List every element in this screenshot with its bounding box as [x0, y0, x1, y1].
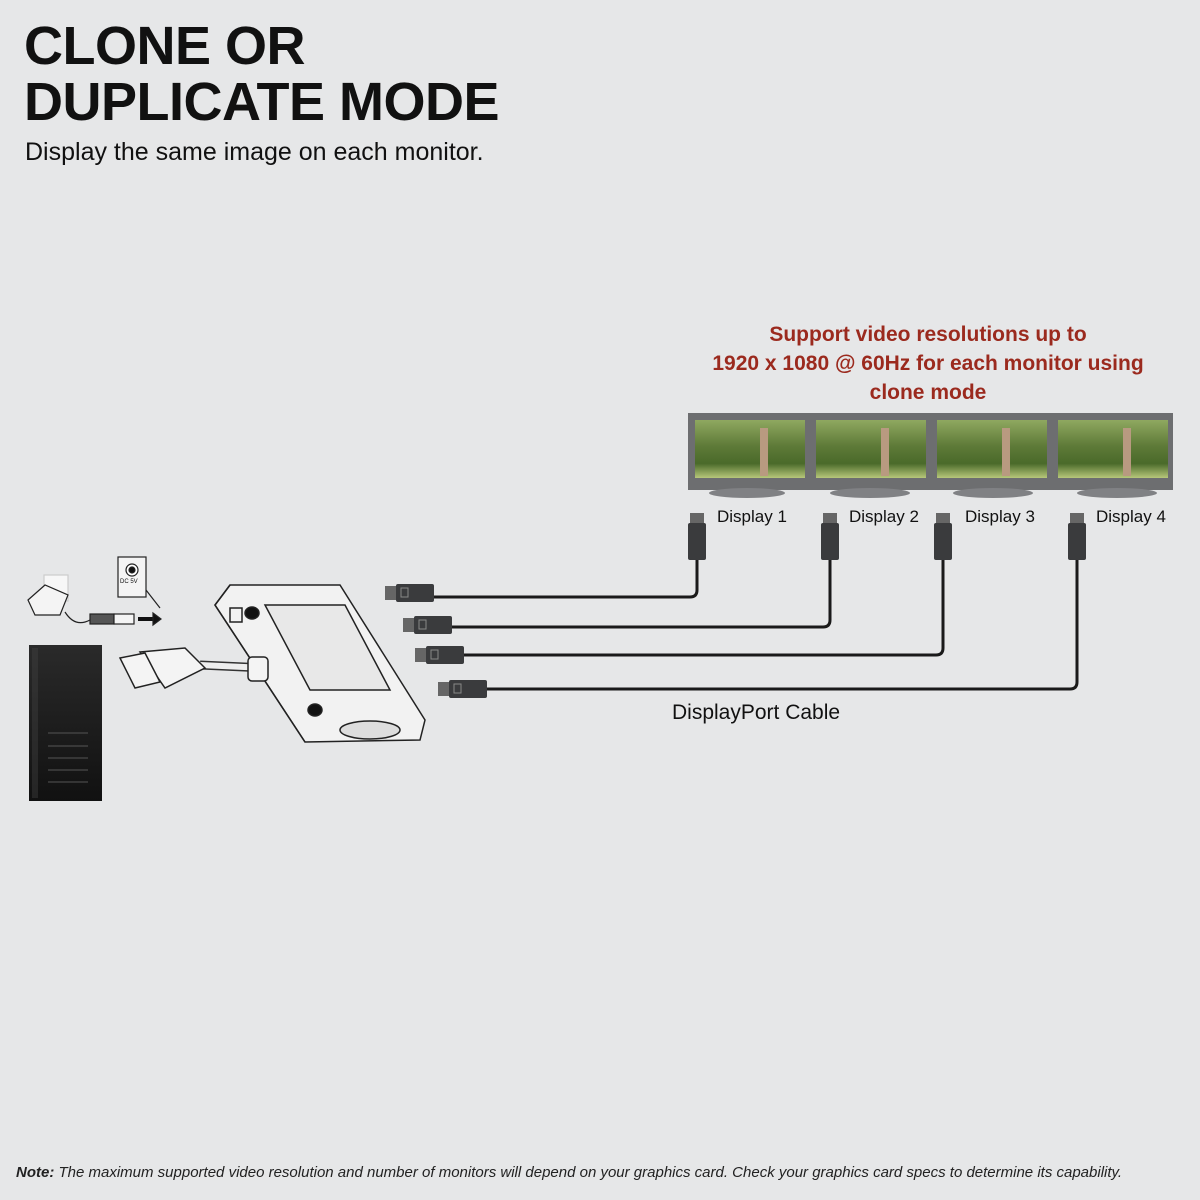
monitor-2	[816, 420, 926, 498]
callout-line-3: clone mode	[869, 381, 987, 404]
power-spec-label: DC 5V	[120, 579, 138, 585]
monitor-4	[1058, 420, 1168, 498]
dp-connector-icon	[934, 513, 952, 560]
subtitle: Display the same image on each monitor.	[25, 138, 484, 166]
display-label-4: Display 4	[1096, 507, 1166, 526]
display-label-1: Display 1	[717, 507, 787, 526]
note-text: The maximum supported video resolution a…	[54, 1164, 1123, 1181]
title-line-1: CLONE OR	[24, 16, 306, 76]
monitor-1	[695, 420, 805, 498]
dp-plug-icon	[415, 646, 464, 664]
monitor-3	[937, 420, 1047, 498]
dp-plug-icon	[385, 584, 434, 602]
dp-plug-icon	[438, 680, 487, 698]
dp-plug-icon	[403, 616, 452, 634]
cable-label: DisplayPort Cable	[672, 701, 841, 724]
dp-connector-icon	[821, 513, 839, 560]
displayport-input-cable	[118, 647, 269, 689]
power-adapter	[27, 556, 162, 627]
callout-line-1: Support video resolutions up to	[769, 323, 1087, 346]
adapter-plugs	[385, 584, 487, 698]
display-label-3: Display 3	[965, 507, 1035, 526]
dp-connector-icon	[1068, 513, 1086, 560]
monitor-array	[688, 413, 1173, 498]
resolution-callout: Support video resolutions up to 1920 x 1…	[680, 320, 1176, 407]
note-label: Note:	[16, 1164, 55, 1181]
dp-connector-icon	[688, 513, 706, 560]
title-line-2: DUPLICATE MODE	[24, 72, 500, 132]
display-connectors	[688, 513, 1086, 560]
computer-tower	[29, 645, 102, 801]
page-title: CLONE OR DUPLICATE MODE	[24, 16, 500, 132]
callout-line-2: 1920 x 1080 @ 60Hz for each monitor usin…	[712, 352, 1144, 375]
display-label-2: Display 2	[849, 507, 919, 526]
footnote: Note: The maximum supported video resolu…	[16, 1164, 1122, 1181]
displayport-cables	[432, 560, 1079, 691]
usb-hub-device	[214, 584, 426, 743]
